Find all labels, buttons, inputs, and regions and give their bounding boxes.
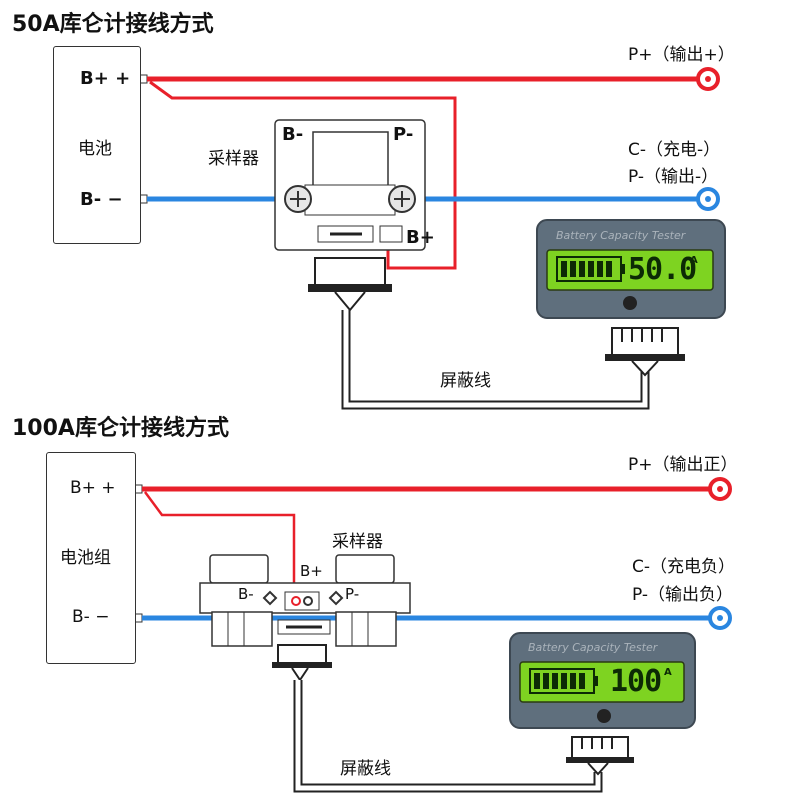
- battery-bplus-label: B+ +: [70, 478, 116, 498]
- sampler-bminus-label: B-: [282, 124, 304, 145]
- p-plus-label: P+（输出+）: [628, 45, 735, 65]
- battery-bplus-label: B+ +: [80, 68, 131, 89]
- battery-box: [53, 46, 141, 244]
- meter-50a: [536, 219, 726, 319]
- connector-50a: [308, 257, 392, 312]
- meter-100a: [509, 632, 696, 729]
- meter-brand: Battery Capacity Tester: [556, 229, 686, 242]
- meter-unit: A: [690, 255, 698, 266]
- diagram-title-100a: 100A库仑计接线方式: [12, 416, 229, 441]
- battery-bminus-label: B- −: [80, 189, 123, 210]
- sampler-label: 采样器: [332, 532, 383, 552]
- sampler-bplus-label: B+: [406, 227, 435, 248]
- p-minus-label: P-（输出-）: [628, 167, 719, 187]
- meter-brand: Battery Capacity Tester: [528, 641, 658, 654]
- meter-unit: A: [664, 667, 672, 678]
- red-wire-branch: [143, 491, 296, 598]
- red-wire-branch: [149, 80, 457, 270]
- sampler-bplus-label: B+: [300, 562, 323, 580]
- connector-100a: [272, 644, 332, 682]
- meter-reading: 50.0: [628, 252, 697, 287]
- diagram-title-50a: 50A库仑计接线方式: [12, 12, 214, 37]
- battery-label: 电池组: [60, 548, 111, 568]
- c-minus-label: C-（充电-）: [628, 140, 721, 160]
- screw-icon: [328, 590, 344, 606]
- battery-box: [46, 452, 136, 664]
- sampler-label: 采样器: [208, 149, 259, 169]
- cable-label: 屏蔽线: [340, 759, 391, 779]
- meter-connector-50a: [605, 327, 685, 377]
- p-plus-label: P+（输出正）: [628, 455, 738, 475]
- c-minus-label: C-（充电负）: [632, 557, 736, 577]
- sampler-50a: [274, 119, 426, 251]
- battery-bminus-label: B- −: [72, 607, 110, 627]
- battery-label: 电池: [78, 139, 112, 159]
- sampler-pminus-label: P-: [393, 124, 414, 145]
- meter-reading: 100: [610, 664, 662, 699]
- sampler-100a: [199, 554, 411, 647]
- shielded-cable-50a: [341, 310, 650, 410]
- meter-connector-100a: [566, 736, 634, 776]
- p-minus-label: P-（输出负）: [632, 585, 734, 605]
- screw-icon: [262, 590, 278, 606]
- cable-label: 屏蔽线: [440, 371, 491, 391]
- sampler-bminus-label: B-: [238, 585, 254, 603]
- sampler-pminus-label: P-: [345, 585, 360, 603]
